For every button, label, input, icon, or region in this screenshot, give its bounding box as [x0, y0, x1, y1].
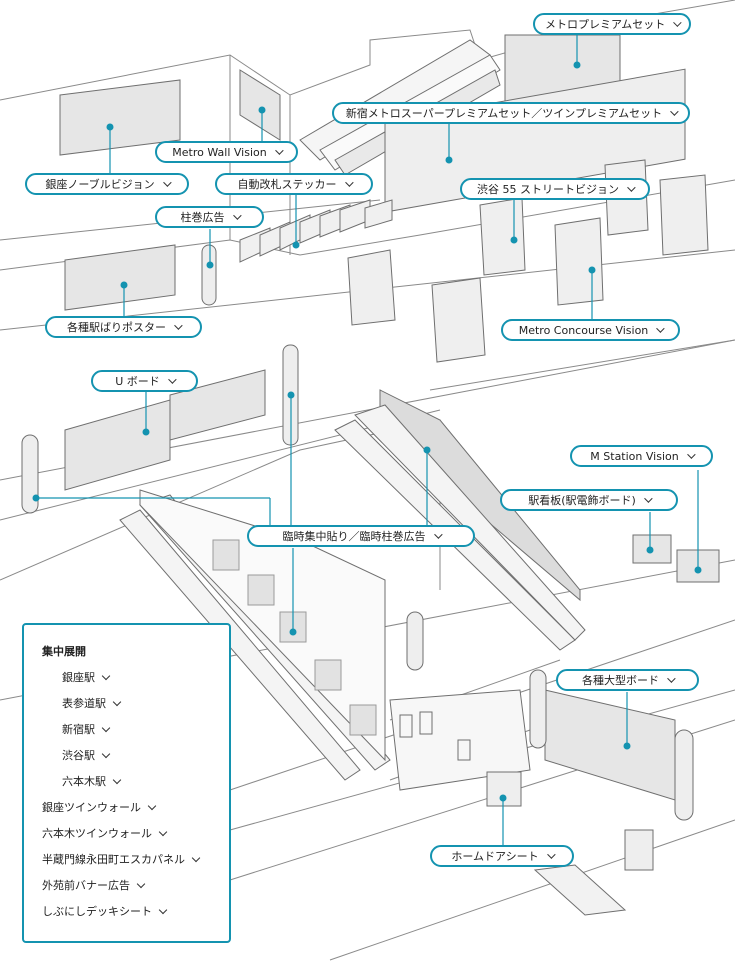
menu-title: 集中展開 — [42, 645, 86, 658]
chevron-down-icon — [274, 146, 284, 155]
label-text: Metro Wall Vision — [172, 145, 267, 159]
label-text: Metro Concourse Vision — [518, 323, 649, 337]
chevron-down-icon — [158, 827, 168, 837]
chevron-down-icon — [232, 211, 242, 220]
label-shibuya55-street-vision[interactable]: 渋谷 55 ストリートビジョン — [460, 178, 650, 200]
label-text: 臨時集中貼り／臨時柱巻広告 — [282, 530, 426, 543]
label-text: 銀座ノーブルビジョン — [45, 178, 155, 191]
label-platform-door-sheet[interactable]: ホームドアシート — [430, 845, 574, 867]
menu-item-omotesando-station[interactable]: 表参道駅 — [42, 696, 229, 722]
chevron-down-icon — [344, 178, 354, 187]
menu-item-shibuya-station[interactable]: 渋谷駅 — [42, 748, 229, 774]
label-text: メトロプレミアムセット — [545, 18, 666, 31]
chevron-down-icon — [101, 749, 111, 759]
label-temporary-concentrated[interactable]: 臨時集中貼り／臨時柱巻広告 — [247, 525, 475, 547]
label-text: 柱巻広告 — [180, 211, 225, 224]
label-text: ホームドアシート — [451, 850, 539, 863]
menu-item-label: 渋谷駅 — [62, 749, 95, 762]
menu-item-label: 六本木ツインウォール — [42, 827, 152, 840]
label-ginza-noble-vision[interactable]: 銀座ノーブルビジョン — [25, 173, 189, 195]
chevron-down-icon — [147, 801, 157, 811]
menu-item-shinjuku-station[interactable]: 新宿駅 — [42, 722, 229, 748]
chevron-down-icon — [167, 375, 177, 384]
menu-item-label: 半蔵門線永田町エスカパネル — [42, 853, 185, 866]
chevron-down-icon — [191, 853, 201, 863]
concentrated-deployment-menu: 集中展開 銀座駅 表参道駅 新宿駅 渋谷駅 六本木駅 銀座ツインウォール 六本木… — [22, 623, 231, 943]
chevron-down-icon — [158, 905, 168, 915]
label-auto-gate-sticker[interactable]: 自動改札ステッカー — [215, 173, 373, 195]
label-m-station-vision[interactable]: M Station Vision — [570, 445, 713, 467]
label-text: 各種大型ボード — [582, 674, 659, 687]
label-pillar-wrap-ad[interactable]: 柱巻広告 — [155, 206, 264, 228]
menu-item-ginza-twin-wall[interactable]: 銀座ツインウォール — [42, 800, 229, 826]
chevron-down-icon — [112, 697, 122, 707]
label-metro-wall-vision[interactable]: Metro Wall Vision — [155, 141, 298, 163]
label-metro-concourse-vision[interactable]: Metro Concourse Vision — [501, 319, 680, 341]
chevron-down-icon — [643, 494, 653, 503]
chevron-down-icon — [656, 324, 665, 333]
label-station-signboard[interactable]: 駅看板(駅電飾ボード) — [500, 489, 678, 511]
menu-item-label: 銀座駅 — [62, 671, 95, 684]
chevron-down-icon — [162, 178, 172, 187]
label-text: U ボード — [115, 375, 160, 388]
chevron-down-icon — [546, 850, 556, 859]
chevron-down-icon — [670, 107, 679, 116]
label-large-boards[interactable]: 各種大型ボード — [556, 669, 699, 691]
menu-item-label: 六本木駅 — [62, 775, 106, 788]
chevron-down-icon — [112, 775, 122, 785]
label-station-posters[interactable]: 各種駅ばりポスター — [45, 316, 202, 338]
label-text: 自動改札ステッカー — [237, 178, 337, 191]
menu-item-nagatacho-escalator-panel[interactable]: 半蔵門線永田町エスカパネル — [42, 852, 229, 878]
label-text: 各種駅ばりポスター — [67, 321, 166, 334]
chevron-down-icon — [673, 18, 682, 27]
chevron-down-icon — [174, 321, 183, 330]
chevron-down-icon — [136, 879, 146, 889]
chevron-down-icon — [667, 674, 676, 683]
label-u-board[interactable]: U ボード — [91, 370, 198, 392]
menu-item-label: しぶにしデッキシート — [42, 905, 152, 918]
menu-item-label: 銀座ツインウォール — [42, 801, 141, 814]
menu-item-label: 外苑前バナー広告 — [42, 879, 130, 892]
label-shinjuku-super-premium[interactable]: 新宿メトロスーパープレミアムセット／ツインプレミアムセット — [332, 102, 690, 124]
menu-item-ginza-station[interactable]: 銀座駅 — [42, 670, 229, 696]
menu-item-gaiemmae-banner[interactable]: 外苑前バナー広告 — [42, 878, 229, 904]
label-text: 新宿メトロスーパープレミアムセット／ツインプレミアムセット — [345, 107, 663, 120]
chevron-down-icon — [101, 723, 111, 733]
menu-item-label: 新宿駅 — [62, 723, 95, 736]
menu-item-shibunishi-deck-sheet[interactable]: しぶにしデッキシート — [42, 904, 229, 930]
label-text: 渋谷 55 ストリートビジョン — [477, 183, 619, 196]
chevron-down-icon — [101, 671, 111, 681]
menu-item-roppongi-twin-wall[interactable]: 六本木ツインウォール — [42, 826, 229, 852]
menu-item-label: 表参道駅 — [62, 697, 106, 710]
label-text: 駅看板(駅電飾ボード) — [528, 494, 636, 507]
label-metro-premium-set[interactable]: メトロプレミアムセット — [533, 13, 691, 35]
menu-item-roppongi-station[interactable]: 六本木駅 — [42, 774, 229, 800]
chevron-down-icon — [686, 450, 696, 459]
chevron-down-icon — [627, 183, 636, 192]
chevron-down-icon — [433, 530, 443, 539]
label-text: M Station Vision — [590, 449, 679, 463]
